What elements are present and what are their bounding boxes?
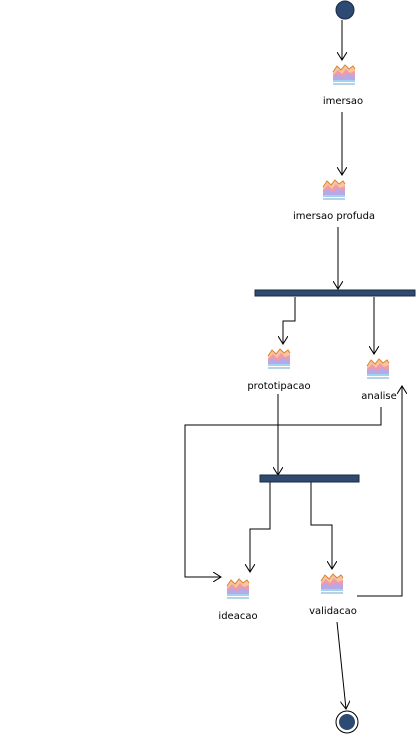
activity-icon[interactable] bbox=[365, 356, 391, 380]
edge-join-ideacao bbox=[250, 482, 271, 572]
node-label-imersao: imersao bbox=[322, 96, 364, 107]
activity-icon[interactable] bbox=[225, 576, 251, 600]
activity-icon[interactable] bbox=[266, 346, 292, 370]
activity-icon[interactable] bbox=[331, 62, 357, 86]
node-label-prototipacao: prototipacao bbox=[247, 381, 311, 392]
node-label-ideacao: ideacao bbox=[218, 611, 258, 622]
edge-join-validacao bbox=[310, 482, 332, 569]
activity-icon[interactable] bbox=[319, 571, 345, 595]
edge-validacao-analise bbox=[357, 386, 402, 597]
edge-analise-ideacao bbox=[184, 407, 382, 577]
node-label-imersao-profuda: imersao profuda bbox=[292, 211, 376, 222]
node-label-validacao: validacao bbox=[309, 606, 357, 617]
edges bbox=[184, 20, 402, 709]
initial-node[interactable] bbox=[335, 0, 355, 20]
activity-icon[interactable] bbox=[321, 177, 347, 201]
fork-bar[interactable] bbox=[254, 289, 416, 297]
edge-fork-prototipacao bbox=[283, 297, 296, 344]
final-node-inner bbox=[339, 714, 355, 730]
node-label-analise: analise bbox=[361, 391, 397, 402]
edge-validacao-end bbox=[336, 621, 346, 709]
join-bar[interactable] bbox=[259, 474, 360, 483]
